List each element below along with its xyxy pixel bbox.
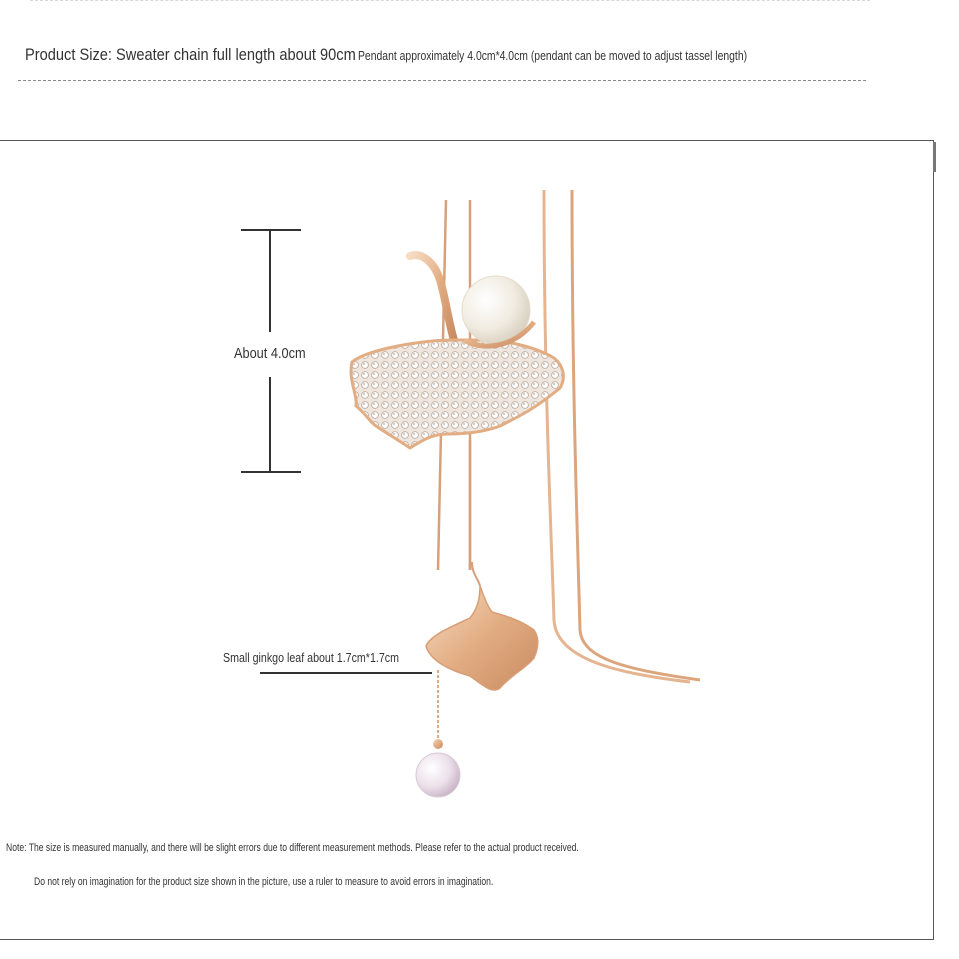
product-size-title: Product Size: Sweater chain full length … xyxy=(25,45,356,64)
small-leaf-label: Small ginkgo leaf about 1.7cm*1.7cm xyxy=(223,650,399,665)
note-line-2: Do not rely on imagination for the produ… xyxy=(34,876,494,888)
chain-right-outer xyxy=(570,190,701,682)
large-ginkgo-leaf xyxy=(349,338,565,450)
chain-right-inner xyxy=(542,190,691,684)
necklace-illustration xyxy=(349,190,701,798)
dimension-top-cap xyxy=(241,229,301,231)
top-faint-divider xyxy=(30,0,870,1)
pendant-height-label: About 4.0cm xyxy=(234,345,306,362)
chain-bail-small-leaf xyxy=(471,561,481,587)
large-ginkgo-stem xyxy=(406,251,458,344)
dimension-bottom-cap xyxy=(241,471,301,473)
pendant-size-text: Pendant approximately 4.0cm*4.0cm (penda… xyxy=(358,48,748,63)
dashed-divider xyxy=(18,80,866,81)
dimension-lower-line xyxy=(269,377,271,472)
pink-pearl xyxy=(415,752,461,798)
frame-corner-mark xyxy=(933,142,936,172)
pearl-cap xyxy=(433,739,443,749)
small-leaf-pointer-line xyxy=(260,672,432,674)
product-size-line: Product Size: Sweater chain full length … xyxy=(25,45,925,69)
note-line-1: Note: The size is measured manually, and… xyxy=(6,842,579,854)
small-ginkgo-leaf xyxy=(425,585,539,691)
pearl-cup xyxy=(462,320,536,349)
dimension-upper-line xyxy=(269,230,271,332)
product-image-frame xyxy=(0,140,934,940)
